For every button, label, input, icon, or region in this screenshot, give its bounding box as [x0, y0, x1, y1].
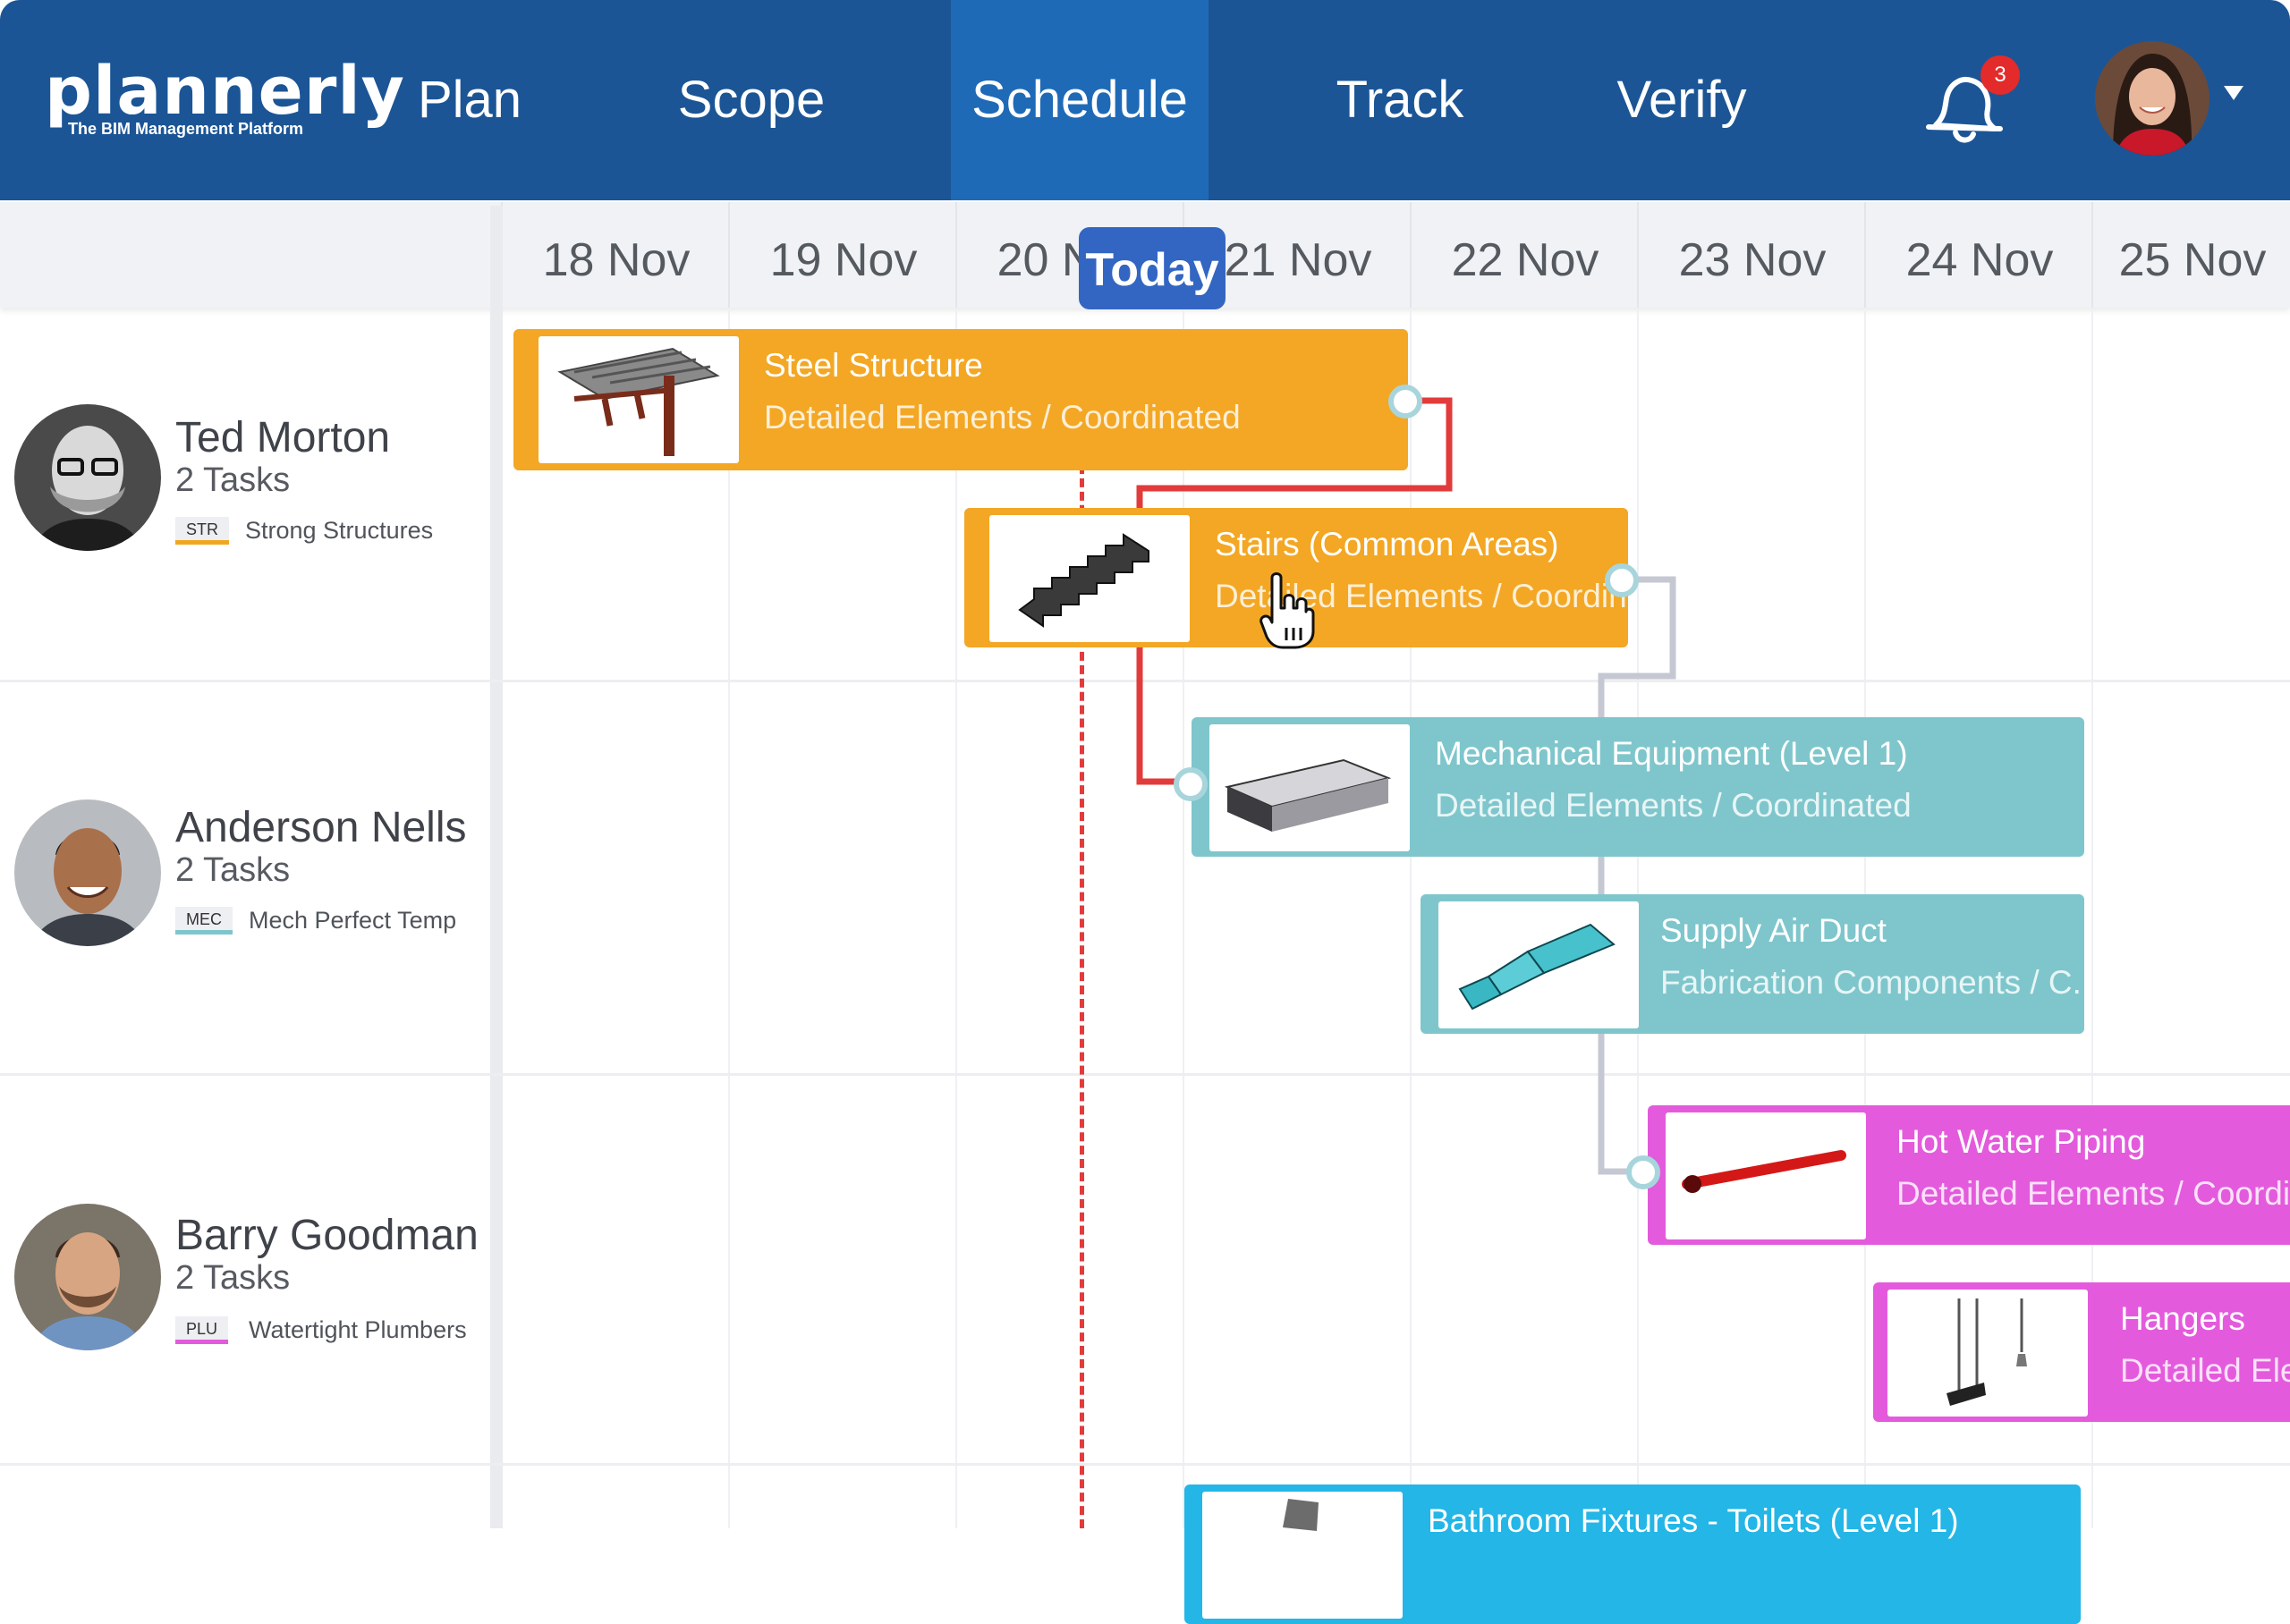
- nav-schedule[interactable]: Schedule: [951, 0, 1209, 200]
- today-line: [1080, 465, 1084, 1528]
- user-name: Anderson Nells: [175, 804, 467, 851]
- task-subtitle: Detailed Elements / Coordinated: [1435, 787, 1912, 824]
- link-handle[interactable]: [1174, 767, 1208, 801]
- task-title: Hot Water Piping: [1896, 1123, 2146, 1160]
- mechanical-unit-icon: [1209, 724, 1410, 851]
- pipe-icon: [1666, 1112, 1866, 1239]
- date-column-header: 25 Nov: [2091, 202, 2290, 308]
- task-subtitle: Fabrication Components / C...: [1660, 964, 2084, 1001]
- chevron-down-icon[interactable]: [2224, 86, 2243, 100]
- user-name: Barry Goodman: [175, 1212, 479, 1259]
- date-column-header: 22 Nov: [1410, 202, 1639, 308]
- user-avatar[interactable]: [2095, 41, 2209, 156]
- date-column-header: 18 Nov: [501, 202, 730, 308]
- task-subtitle: Detailed Elements / Coordinat: [1896, 1175, 2290, 1212]
- top-nav: plannerly The BIM Management Platform Pl…: [0, 0, 2290, 200]
- task-title: Steel Structure: [764, 347, 983, 384]
- date-column-header: 19 Nov: [728, 202, 957, 308]
- task-bar-hangers[interactable]: Hangers Detailed Elem: [1873, 1282, 2290, 1422]
- user-task-count: 2 Tasks: [175, 461, 291, 499]
- dependency-links: [1136, 397, 1676, 1175]
- dependency-link: [1598, 576, 1676, 1175]
- user-avatar-barry-goodman[interactable]: [14, 1204, 161, 1350]
- nav-scope[interactable]: Scope: [677, 71, 826, 129]
- company-code-badge: MEC: [175, 907, 233, 935]
- row-divider: [0, 1073, 2290, 1076]
- task-bar-supply-air-duct[interactable]: Supply Air Duct Fabrication Components /…: [1421, 894, 2084, 1034]
- task-bar-mechanical-equipment[interactable]: Mechanical Equipment (Level 1) Detailed …: [1192, 717, 2084, 857]
- logo-tagline: The BIM Management Platform: [68, 120, 304, 138]
- date-column-header: 24 Nov: [1864, 202, 2093, 308]
- company-code-badge: STR: [175, 517, 229, 545]
- nav-plan[interactable]: Plan: [417, 71, 522, 129]
- column-divider: [490, 206, 503, 1528]
- nav-track[interactable]: Track: [1336, 71, 1464, 129]
- grid-line: [1183, 308, 1184, 1528]
- hand-cursor-icon: [1260, 572, 1315, 649]
- task-bar-bathroom-fixtures[interactable]: Bathroom Fixtures - Toilets (Level 1): [1184, 1484, 2081, 1624]
- task-title: Mechanical Equipment (Level 1): [1435, 735, 1908, 772]
- user-task-count: 2 Tasks: [175, 1259, 291, 1297]
- grid-line: [728, 308, 730, 1528]
- today-marker[interactable]: Today: [1079, 227, 1226, 309]
- hanger-icon: [1887, 1290, 2088, 1417]
- company-name: Strong Structures: [245, 517, 434, 544]
- task-bar-steel-structure[interactable]: Steel Structure Detailed Elements / Coor…: [513, 329, 1408, 470]
- critical-path-link: [1136, 397, 1453, 785]
- link-handle[interactable]: [1388, 385, 1422, 419]
- notification-badge[interactable]: 3: [1980, 55, 2020, 95]
- task-subtitle: Detailed Elem: [2120, 1352, 2290, 1389]
- plannerly-logo[interactable]: plannerly The BIM Management Platform: [45, 53, 405, 138]
- grid-line: [1410, 308, 1412, 1528]
- company-code-badge: PLU: [175, 1316, 229, 1344]
- date-column-header: 21 Nov: [1183, 202, 1412, 308]
- task-bar-hot-water-piping[interactable]: Hot Water Piping Detailed Elements / Coo…: [1648, 1105, 2290, 1245]
- company-name: Mech Perfect Temp: [249, 907, 457, 934]
- user-task-count: 2 Tasks: [175, 851, 291, 889]
- user-avatar-ted-morton[interactable]: [14, 404, 161, 551]
- stairs-icon: [989, 515, 1190, 642]
- nav-verify[interactable]: Verify: [1616, 71, 1747, 129]
- logo-wordmark: plannerly: [45, 53, 405, 130]
- link-handle[interactable]: [1626, 1155, 1660, 1189]
- steel-structure-icon: [539, 336, 739, 463]
- company-name: Watertight Plumbers: [249, 1316, 467, 1343]
- bell-icon[interactable]: [1921, 64, 2006, 145]
- user-name: Ted Morton: [175, 414, 391, 461]
- row-divider: [0, 680, 2290, 682]
- grid-line: [2091, 308, 2093, 1528]
- link-handle[interactable]: [1605, 563, 1639, 597]
- date-column-header: 23 Nov: [1637, 202, 1866, 308]
- task-title: Bathroom Fixtures - Toilets (Level 1): [1428, 1502, 1959, 1539]
- toilet-icon: [1202, 1492, 1403, 1619]
- task-title: Hangers: [2120, 1300, 2245, 1337]
- task-subtitle: Detailed Elements / Coordinated: [764, 399, 1241, 436]
- row-divider: [0, 1463, 2290, 1466]
- air-duct-icon: [1438, 901, 1639, 1028]
- task-title: Supply Air Duct: [1660, 912, 1887, 949]
- task-title: Stairs (Common Areas): [1215, 526, 1559, 562]
- grid-line: [955, 308, 957, 1528]
- user-avatar-anderson-nells[interactable]: [14, 799, 161, 946]
